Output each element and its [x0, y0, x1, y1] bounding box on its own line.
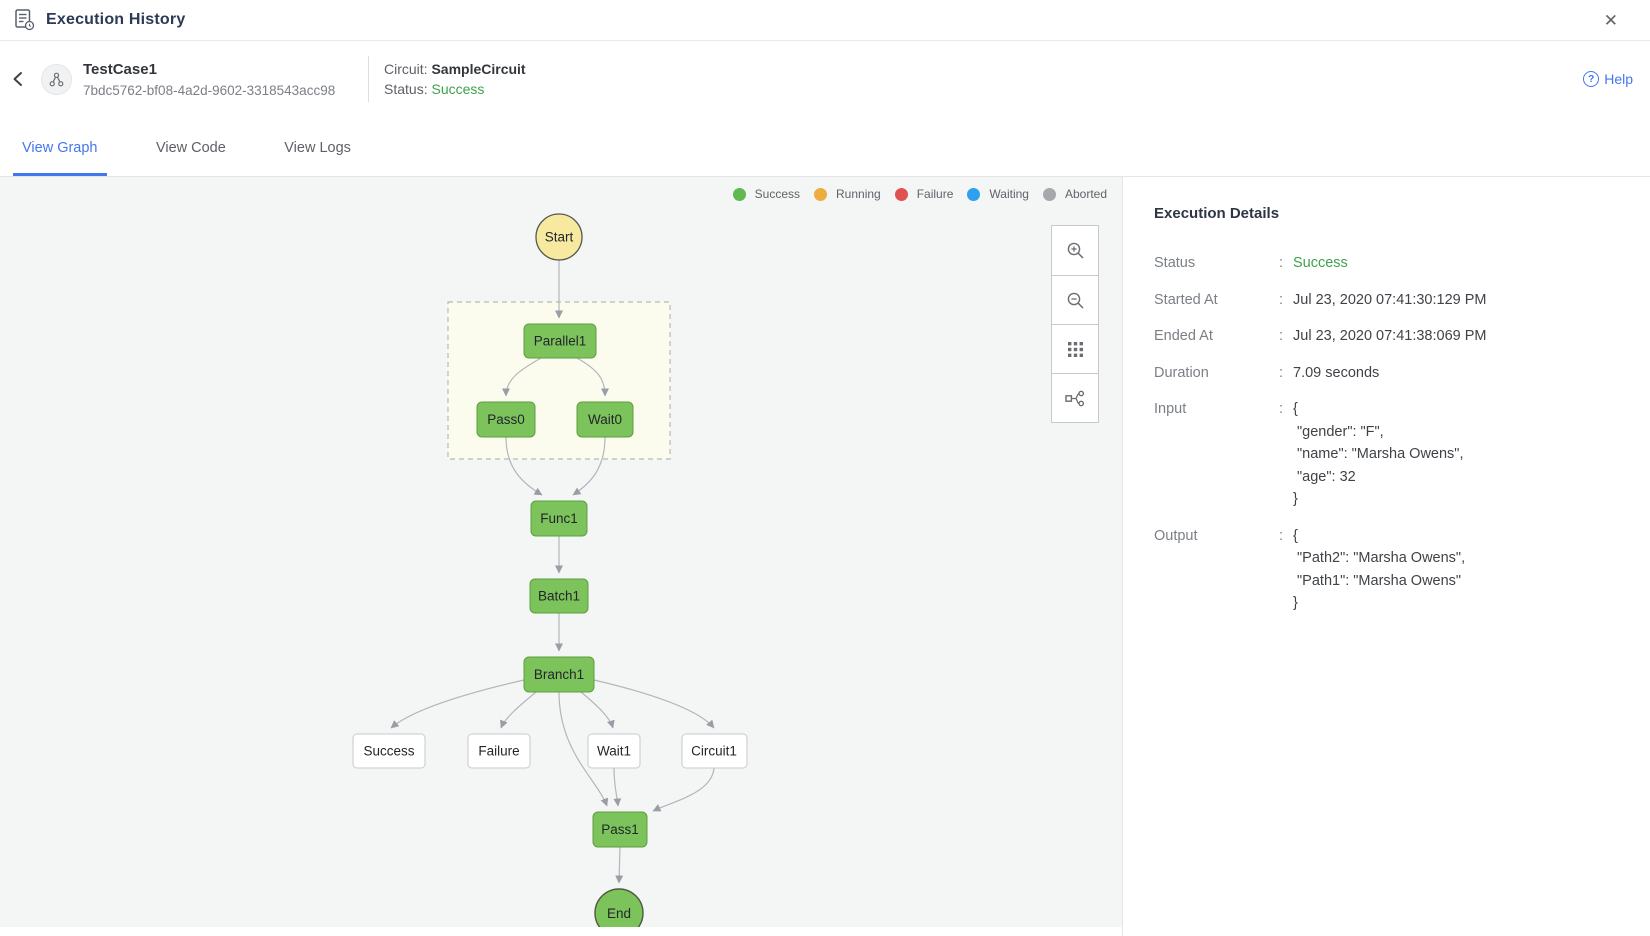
node-start[interactable]: Start	[535, 213, 583, 261]
circuit-value: SampleCircuit	[431, 61, 526, 77]
execution-details-panel: Execution Details Status : Success Start…	[1122, 177, 1650, 936]
tab-view-graph[interactable]: View Graph	[13, 140, 107, 176]
content: Start Parallel1 Pass0 Wait0 Func1 Batch1	[0, 177, 1650, 936]
svg-text:Success: Success	[363, 744, 414, 759]
circuit-label: Circuit:	[384, 61, 428, 77]
zoom-out-button[interactable]	[1052, 275, 1098, 324]
legend-item-failure: Failure	[894, 187, 953, 201]
svg-text:Failure: Failure	[478, 744, 519, 759]
node-pass1[interactable]: Pass1	[592, 811, 648, 848]
testcase-name: TestCase1	[83, 60, 157, 78]
view-tabs: View Graph View Code View Logs	[0, 117, 1650, 177]
node-branch1[interactable]: Branch1	[523, 656, 595, 693]
vertical-divider	[368, 56, 369, 102]
detail-input-json: { "gender": "F", "name": "Marsha Owens",…	[1293, 401, 1464, 507]
detail-row-input: Input : { "gender": "F", "name": "Marsha…	[1154, 398, 1630, 511]
aborted-dot-icon	[1042, 187, 1056, 201]
legend-item-success: Success	[732, 187, 800, 201]
node-parallel1[interactable]: Parallel1	[523, 323, 597, 359]
testcase-info: TestCase1 7bdc5762-bf08-4a2d-9602-331854…	[83, 61, 353, 98]
svg-text:Batch1: Batch1	[538, 589, 580, 604]
legend-item-waiting: Waiting	[967, 187, 1029, 201]
details-title: Execution Details	[1154, 205, 1280, 222]
testcase-header: TestCase1 7bdc5762-bf08-4a2d-9602-331854…	[0, 41, 1650, 117]
node-pass0[interactable]: Pass0	[476, 401, 536, 438]
node-circuit1[interactable]: Circuit1	[681, 733, 748, 769]
node-wait0[interactable]: Wait0	[576, 401, 634, 438]
close-icon[interactable]: ✕	[1603, 10, 1618, 30]
hierarchy-icon	[49, 72, 64, 86]
circuit-avatar	[41, 63, 72, 95]
detail-row-output: Output : { "Path2": "Marsha Owens", "Pat…	[1154, 525, 1630, 615]
detail-duration-value: 7.09 seconds	[1293, 364, 1380, 381]
detail-row-started-at: Started At : Jul 23, 2020 07:41:30:129 P…	[1154, 289, 1630, 312]
tab-view-logs[interactable]: View Logs	[284, 140, 351, 156]
tab-view-code[interactable]: View Code	[155, 140, 226, 156]
help-button[interactable]: ? Help	[1583, 71, 1633, 87]
svg-text:Func1: Func1	[540, 511, 578, 526]
grid-view-button[interactable]	[1052, 324, 1098, 373]
node-failure[interactable]: Failure	[467, 733, 531, 769]
detail-row-duration: Duration : 7.09 seconds	[1154, 362, 1630, 385]
legend-item-running: Running	[814, 187, 881, 201]
layout-tree-icon	[1065, 390, 1085, 406]
zoom-out-icon	[1067, 292, 1083, 308]
node-end[interactable]: End	[594, 888, 644, 936]
svg-text:Pass0: Pass0	[487, 412, 525, 427]
grid-icon	[1067, 341, 1083, 357]
graph-canvas[interactable]: Start Parallel1 Pass0 Wait0 Func1 Batch1	[0, 177, 1122, 936]
svg-text:Circuit1: Circuit1	[691, 744, 737, 759]
circuit-status-block: Circuit: SampleCircuit Status: Success	[384, 57, 526, 101]
detail-row-status: Status : Success	[1154, 252, 1630, 275]
node-func1[interactable]: Func1	[530, 500, 588, 537]
node-success[interactable]: Success	[352, 733, 426, 769]
svg-text:End: End	[607, 906, 631, 921]
detail-started-value: Jul 23, 2020 07:41:30:129 PM	[1293, 291, 1487, 308]
running-dot-icon	[814, 187, 827, 201]
status-value: Success	[431, 81, 485, 97]
legend-item-aborted: Aborted	[1042, 187, 1107, 201]
zoom-in-button[interactable]	[1052, 226, 1098, 275]
svg-text:Start: Start	[545, 230, 574, 245]
execution-history-icon	[15, 9, 35, 31]
detail-output-json: { "Path2": "Marsha Owens", "Path1": "Mar…	[1293, 527, 1466, 612]
page-title: Execution History	[46, 11, 186, 28]
node-batch1[interactable]: Batch1	[529, 578, 589, 614]
top-header: Execution History ✕	[0, 0, 1650, 41]
zoom-in-icon	[1067, 242, 1083, 259]
failure-dot-icon	[894, 187, 908, 201]
status-label: Status:	[384, 81, 428, 97]
testcase-uuid: 7bdc5762-bf08-4a2d-9602-3318543acc98	[83, 82, 336, 98]
node-wait1[interactable]: Wait1	[587, 733, 641, 769]
detail-status-value: Success	[1293, 255, 1348, 271]
svg-text:Wait1: Wait1	[597, 744, 631, 759]
graph-toolbar	[1051, 225, 1099, 423]
svg-text:Pass1: Pass1	[601, 822, 639, 837]
status-legend: Success Running Failure Waiting Aborted	[719, 187, 1107, 201]
svg-text:Wait0: Wait0	[588, 412, 622, 427]
detail-row-ended-at: Ended At : Jul 23, 2020 07:41:38:069 PM	[1154, 325, 1630, 348]
execution-graph: Start Parallel1 Pass0 Wait0 Func1 Batch1	[352, 213, 748, 936]
success-dot-icon	[732, 187, 746, 201]
waiting-dot-icon	[967, 187, 981, 201]
relayout-button[interactable]	[1052, 373, 1098, 422]
help-label: Help	[1604, 71, 1633, 87]
graph-edges	[390, 260, 715, 884]
back-chevron-icon[interactable]	[9, 69, 29, 89]
svg-text:Parallel1: Parallel1	[534, 334, 587, 349]
horizontal-scrollbar[interactable]	[0, 927, 1122, 936]
svg-text:Branch1: Branch1	[534, 667, 584, 682]
help-icon: ?	[1583, 71, 1600, 87]
detail-ended-value: Jul 23, 2020 07:41:38:069 PM	[1293, 328, 1487, 344]
